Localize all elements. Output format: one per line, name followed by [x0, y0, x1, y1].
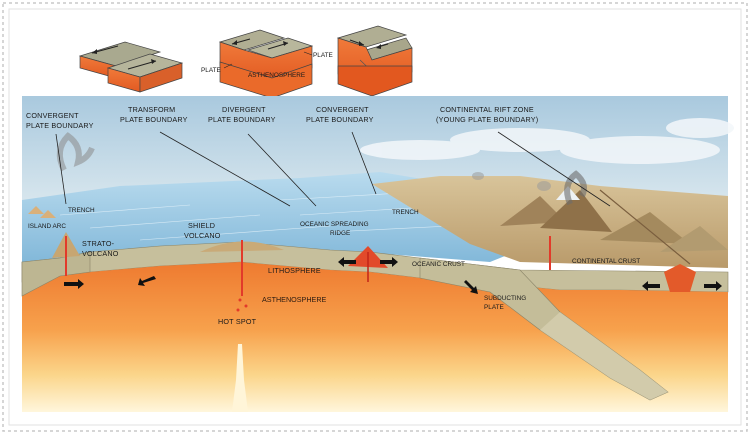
divergent-block-diagram: PLATE PLATE ASTHENOSPHERE: [201, 29, 333, 99]
ridge-label-line1: OCEANIC SPREADING: [300, 221, 369, 228]
strato-volcano-label-line1: STRATO-: [82, 239, 115, 248]
shield-volcano-label-line2: VOLCANO: [184, 231, 221, 240]
main-cross-section: [21, 96, 734, 412]
block-plate-left-label: PLATE: [201, 67, 221, 74]
hot-spot-label: HOT SPOT: [218, 317, 257, 326]
spreading-ridge: [348, 246, 388, 282]
transform-block-diagram: [78, 41, 184, 93]
callout-lines: [55, 131, 611, 207]
convergent-block-diagram: [336, 25, 413, 97]
continental-crust-label: CONTINENTAL CRUST: [572, 258, 640, 265]
motion-arrows: [64, 257, 722, 294]
block-plate-right-label: PLATE: [313, 52, 333, 59]
trench-left-label: TRENCH: [68, 207, 95, 214]
smoke-plumes: [472, 172, 551, 191]
shield-volcano-label-line1: SHIELD: [188, 221, 215, 230]
rift-magma: [664, 264, 696, 292]
rift-callout-line1: CONTINENTAL RIFT ZONE: [440, 105, 534, 114]
rift-callout-line2: (YOUNG PLATE BOUNDARY): [436, 115, 538, 124]
oceanic-crust-label: OCEANIC CRUST: [412, 261, 465, 268]
convergent-mid-callout-line2: PLATE BOUNDARY: [306, 115, 374, 124]
hot-spot-plume: [232, 344, 248, 412]
asthenosphere-label: ASTHENOSPHERE: [262, 295, 327, 304]
ridge-label-line2: RIDGE: [330, 230, 350, 237]
transform-callout-line2: PLATE BOUNDARY: [120, 115, 188, 124]
island-arc-label: ISLAND ARC: [28, 223, 66, 230]
convergent-left-callout-line2: PLATE BOUNDARY: [26, 121, 94, 130]
clouds: [360, 118, 734, 164]
lithosphere-label: LITHOSPHERE: [268, 266, 321, 275]
strato-volcano: [52, 132, 95, 276]
convergent-mid-callout-line1: CONVERGENT: [316, 105, 369, 114]
subducting-plate-left: [21, 251, 91, 297]
subducting-plate-label-line2: PLATE: [484, 304, 504, 311]
asthenosphere: [22, 262, 728, 412]
island-arc: [28, 206, 56, 218]
block-asthenosphere-label: ASTHENOSPHERE: [248, 72, 305, 79]
divergent-callout-line1: DIVERGENT: [222, 105, 266, 114]
trench-right-label: TRENCH: [392, 209, 419, 216]
divergent-callout-line2: PLATE BOUNDARY: [208, 115, 276, 124]
continent-mountains: [500, 186, 728, 265]
strato-volcano-label-line2: VOLCANO: [82, 249, 119, 258]
subducting-plate-label-line1: SUBDUCTING: [484, 295, 526, 302]
shield-volcano: [200, 240, 284, 312]
inner-border: [8, 8, 742, 426]
transform-callout-line1: TRANSFORM: [128, 105, 175, 114]
convergent-left-callout-line1: CONVERGENT: [26, 111, 79, 120]
